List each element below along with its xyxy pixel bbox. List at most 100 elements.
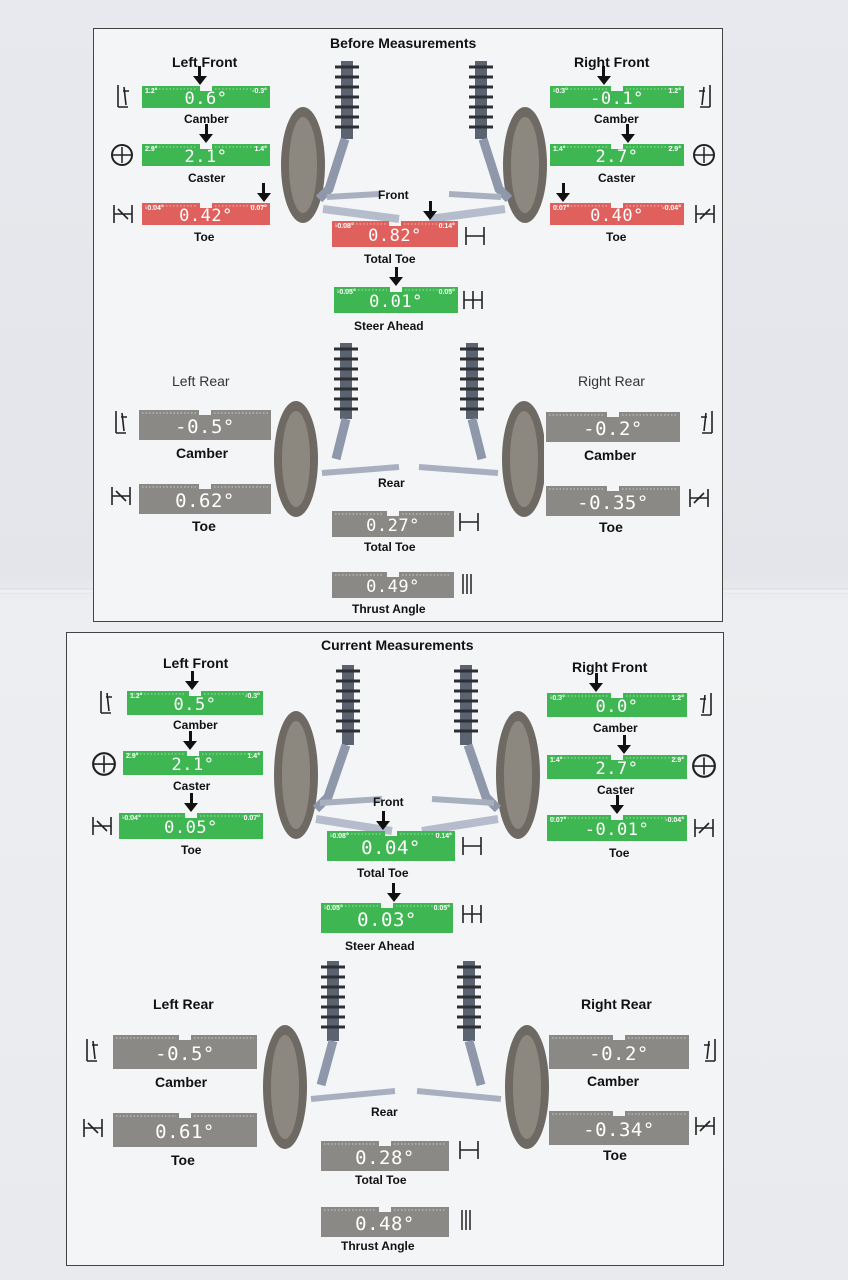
gauge-bar: [550, 203, 684, 225]
rear-total-toe-label: Total Toe: [364, 540, 416, 554]
gauge-fill: [547, 693, 687, 717]
gauge-fill: [549, 1035, 689, 1069]
gauge-value: 2.1°: [184, 146, 228, 167]
toe-icon: [691, 1113, 719, 1139]
right-rear-camber-gauge: -0.2°: [549, 1035, 689, 1069]
camber-icon: [83, 1037, 101, 1063]
arrow-down-icon: [610, 795, 624, 814]
gauge-fill: [546, 412, 680, 442]
gauge-bar: [321, 1141, 449, 1171]
toe-icon: [460, 287, 486, 313]
arrow-down-icon: [184, 793, 198, 812]
gauge-value: 0.04°: [361, 836, 421, 859]
gauge-bar: [332, 511, 454, 537]
arrow-down-icon: [389, 267, 403, 286]
gauge-bar: [139, 484, 271, 514]
toe-icon: [456, 509, 482, 535]
thrust-angle-label: Thrust Angle: [352, 602, 426, 616]
gauge-fill: [142, 86, 270, 108]
right-front-camber-label: Camber: [594, 112, 639, 126]
right-rear-camber-gauge: -0.2°: [546, 412, 680, 442]
gauge-fill: [332, 511, 454, 537]
gauge-value: 0.42°: [179, 205, 233, 226]
gauge-value: 0.62°: [175, 489, 235, 512]
gauge-fill: [550, 203, 684, 225]
gauge-bar: [549, 1035, 689, 1069]
gauge-bar: [142, 144, 270, 166]
gauge-fill: [142, 144, 270, 166]
gauge-value: 2.7°: [595, 758, 639, 779]
gauge-value: -0.2°: [583, 417, 643, 440]
front-suspension-illustration: [281, 61, 547, 223]
gauge-max-limit: 1.2°: [668, 88, 681, 95]
gauge-max-limit: -0.3°: [252, 88, 267, 95]
gauge-bar: [321, 1207, 449, 1237]
left-rear-camber-gauge: -0.5°: [139, 410, 271, 440]
gauge-max-limit: 1.2°: [671, 695, 684, 702]
gauge-max-limit: 0.07°: [250, 205, 267, 212]
gauge-bar: [142, 86, 270, 108]
steer-ahead-label: Steer Ahead: [345, 939, 415, 953]
front-total-toe-label: Total Toe: [364, 252, 416, 266]
left-front-camber-gauge: 0.5°1.2°-0.3°: [127, 671, 263, 715]
toe-icon: [692, 201, 718, 227]
gauge-fill: [113, 1035, 257, 1069]
gauge-value: 0.01°: [369, 291, 423, 312]
arrow-down-icon: [596, 66, 611, 85]
rear-total-toe-gauge: 0.27°: [332, 511, 454, 537]
camber-icon: [112, 409, 130, 435]
camber-icon: [697, 691, 715, 717]
camber-icon: [701, 1037, 719, 1063]
gauge-min-limit: -0.3°: [550, 695, 565, 702]
gauge-max-limit: 0.14°: [438, 223, 455, 230]
camber-icon: [698, 409, 716, 435]
gauge-fill: [119, 813, 263, 839]
right-rear-toe-gauge: -0.35°: [546, 486, 680, 516]
right-rear-toe-label: Toe: [599, 519, 623, 535]
gauge-min-limit: -0.3°: [553, 88, 568, 95]
toe-icon: [89, 813, 115, 839]
gauge-value: 0.40°: [590, 205, 644, 226]
gauge-value: -0.35°: [577, 491, 649, 514]
left-front-caster-label: Caster: [173, 779, 211, 793]
gauge-value: -0.5°: [175, 415, 235, 438]
gauge-value: 0.05°: [164, 817, 218, 838]
arrow-down-icon: [423, 201, 438, 220]
thrust-angle-gauge: 0.48°: [321, 1207, 449, 1237]
right-rear-toe-label: Toe: [603, 1147, 627, 1163]
left-rear-heading: Left Rear: [172, 373, 230, 389]
gauge-fill: [123, 751, 263, 775]
gauge-max-limit: 0.07°: [243, 815, 260, 822]
front-total-toe-gauge: 0.82°-0.08°0.14°: [332, 201, 458, 247]
gauge-bar: [546, 412, 680, 442]
front-axle-label: Front: [373, 795, 404, 809]
caster-icon: [110, 143, 134, 167]
toe-icon: [459, 833, 485, 859]
gauge-max-limit: 2.9°: [671, 757, 684, 764]
gauge-bar: [546, 486, 680, 516]
panel-title: Current Measurements: [321, 637, 474, 653]
left-front-caster-gauge: 2.1°2.9°1.4°: [123, 731, 263, 775]
gauge-value: -0.1°: [590, 88, 644, 109]
left-rear-camber-label: Camber: [155, 1074, 208, 1090]
steer-ahead-gauge: 0.01°-0.05°0.05°: [334, 267, 458, 313]
gauge-min-limit: -0.04°: [145, 205, 164, 212]
front-total-toe-gauge: 0.04°-0.08°0.14°: [327, 811, 455, 861]
right-rear-heading: Right Rear: [578, 373, 645, 389]
gauge-fill: [327, 831, 455, 861]
gauge-fill: [113, 1113, 257, 1147]
toe-icon: [79, 1115, 107, 1141]
left-front-caster-gauge: 2.1°2.9°1.4°: [142, 124, 270, 167]
steer-ahead-gauge: 0.03°-0.05°0.05°: [321, 883, 453, 933]
arrow-down-icon: [183, 731, 198, 750]
left-rear-toe-label: Toe: [192, 518, 216, 534]
gauge-bar: [113, 1035, 257, 1069]
right-front-camber-gauge: 0.0°-0.3°1.2°: [547, 673, 687, 717]
camber-icon: [114, 83, 132, 109]
gauge-fill: [332, 572, 454, 598]
gauge-bar: [550, 86, 684, 108]
gauge-min-limit: 2.9°: [126, 753, 139, 760]
rear-suspension-illustration: [263, 961, 549, 1149]
gauge-bar: [334, 287, 458, 313]
right-front-toe-label: Toe: [606, 230, 627, 244]
